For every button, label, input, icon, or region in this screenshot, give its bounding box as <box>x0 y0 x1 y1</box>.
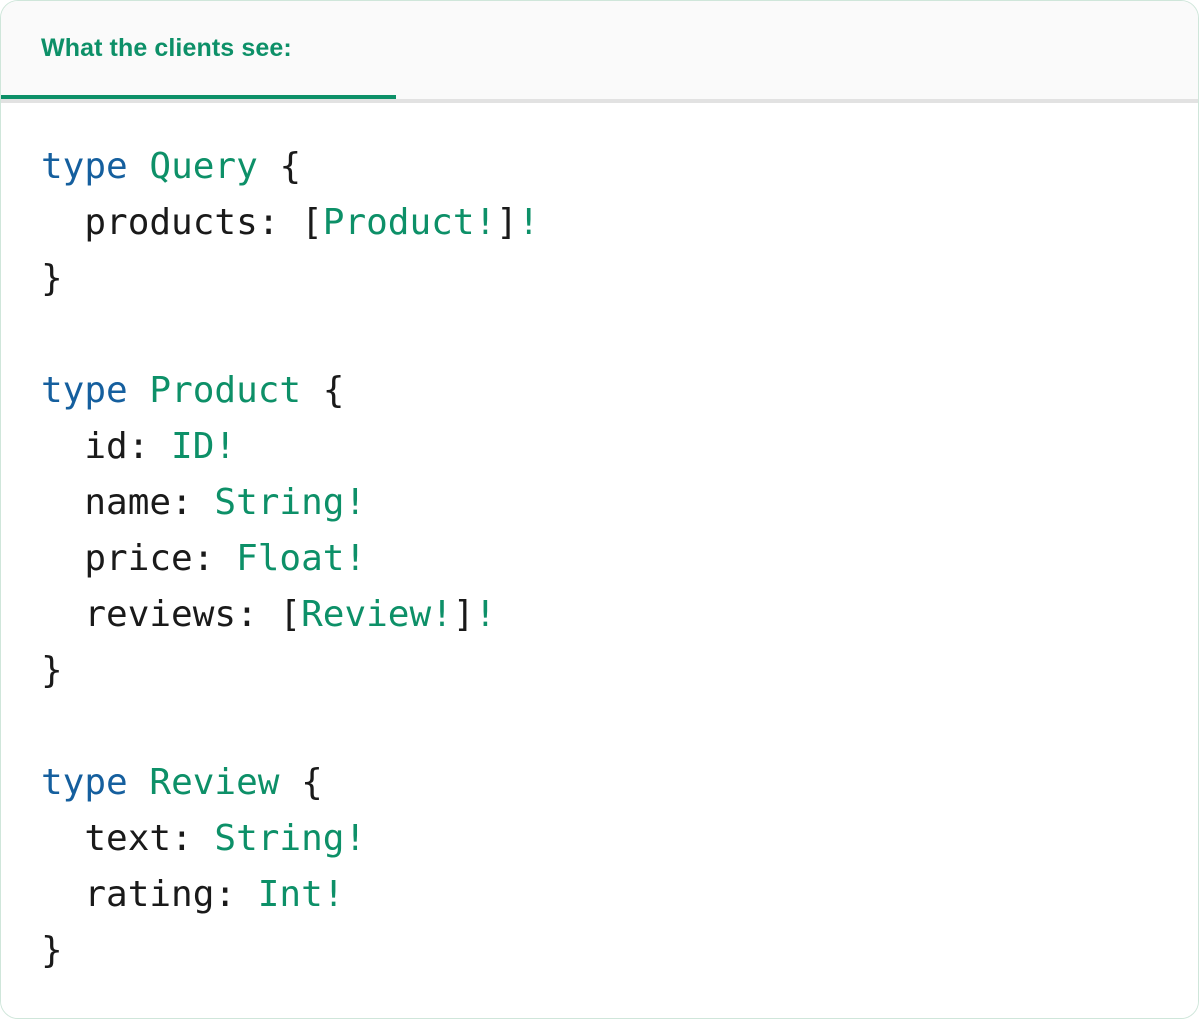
code-token-type: ID! <box>171 426 237 467</box>
code-token-punc: ] <box>496 202 518 243</box>
tab-strip: What the clients see: <box>1 1 1198 103</box>
code-line: type Product { <box>41 363 1198 419</box>
code-token-punc: [ <box>279 594 302 635</box>
code-token-kw: type <box>41 762 128 803</box>
code-line <box>41 307 1198 363</box>
tab-label: What the clients see: <box>41 33 292 62</box>
graphql-schema-code[interactable]: type Query { products: [Product!]!} type… <box>41 139 1198 979</box>
code-token-punc: } <box>41 930 63 971</box>
code-panel: type Query { products: [Product!]!} type… <box>1 103 1198 1018</box>
code-token-punc <box>128 762 150 803</box>
code-line: text: String! <box>41 811 1198 867</box>
code-line: type Query { <box>41 139 1198 195</box>
code-token-kw: type <box>41 146 128 187</box>
code-token-punc: ] <box>452 594 475 635</box>
code-line: products: [Product!]! <box>41 195 1198 251</box>
tab-what-the-clients-see[interactable]: What the clients see: <box>1 1 396 99</box>
code-token-punc: { <box>257 146 302 187</box>
code-token-punc: } <box>41 258 63 299</box>
code-token-type: Product! <box>322 202 497 243</box>
code-line <box>41 699 1198 755</box>
code-token-punc <box>128 370 150 411</box>
code-token-field: text: <box>41 818 215 859</box>
code-token-field: price: <box>41 538 237 579</box>
code-token-type: Int! <box>257 874 345 915</box>
code-line: rating: Int! <box>41 867 1198 923</box>
code-token-field: products: <box>41 202 302 243</box>
code-token-type: ! <box>517 202 540 243</box>
code-token-field: reviews: <box>41 594 280 635</box>
code-token-kw: type <box>41 370 128 411</box>
code-token-field: id: <box>41 426 172 467</box>
code-token-type: Float! <box>236 538 367 579</box>
code-token-punc: { <box>279 762 323 803</box>
code-token-type: Review! <box>301 594 453 635</box>
code-line: } <box>41 251 1198 307</box>
code-token-punc: { <box>301 370 345 411</box>
code-line: reviews: [Review!]! <box>41 587 1198 643</box>
code-line: type Review { <box>41 755 1198 811</box>
code-token-field: name: <box>41 482 215 523</box>
code-line: name: String! <box>41 475 1198 531</box>
code-token-punc <box>128 146 150 187</box>
code-token-punc: } <box>41 650 63 691</box>
code-line: } <box>41 643 1198 699</box>
code-line: } <box>41 923 1198 979</box>
code-token-type: Product <box>149 370 302 411</box>
code-token-type: String! <box>214 482 367 523</box>
code-token-type: Query <box>149 146 258 187</box>
code-line: id: ID! <box>41 419 1198 475</box>
code-line: price: Float! <box>41 531 1198 587</box>
code-token-punc: [ <box>301 202 323 243</box>
code-token-field: rating: <box>41 874 258 915</box>
code-token-type: ! <box>474 594 497 635</box>
code-token-type: String! <box>214 818 367 859</box>
code-token-type: Review <box>149 762 280 803</box>
